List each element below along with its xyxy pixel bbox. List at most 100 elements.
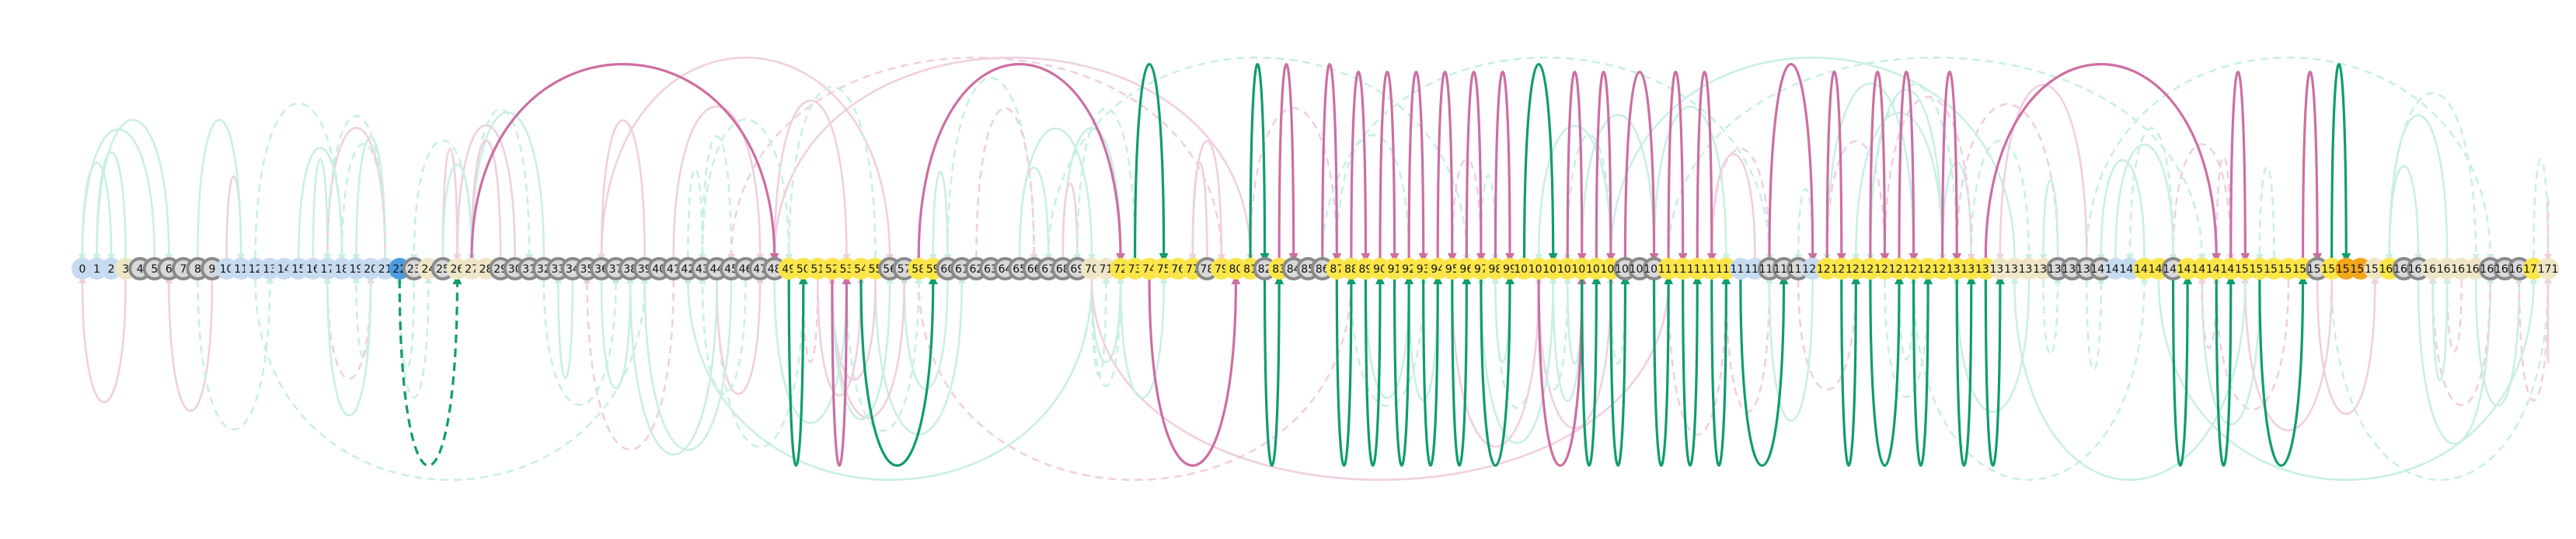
node-label: 9 bbox=[209, 263, 216, 276]
faint-arc bbox=[1577, 113, 1655, 262]
node-label: 6 bbox=[166, 263, 173, 276]
node-label: 49 bbox=[782, 263, 796, 276]
node-label: 0 bbox=[79, 263, 86, 276]
faint-arc bbox=[326, 276, 375, 380]
node-label: 4 bbox=[137, 263, 144, 276]
faint-arc bbox=[197, 276, 274, 430]
faint-arc bbox=[1451, 276, 1543, 447]
node-label: 25 bbox=[436, 263, 450, 276]
faint-arc bbox=[2198, 276, 2261, 426]
faint-arc bbox=[1606, 57, 2016, 262]
highlighted-arc bbox=[1623, 71, 1659, 263]
faint-arc bbox=[698, 276, 747, 395]
highlighted-arc bbox=[1984, 275, 2005, 468]
faint-arc bbox=[975, 107, 1038, 262]
highlighted-arc bbox=[2229, 71, 2250, 263]
faint-arc bbox=[785, 85, 877, 262]
faint-arc bbox=[1912, 276, 2149, 482]
faint-arc bbox=[312, 158, 332, 262]
node-label: 72 bbox=[1114, 263, 1128, 276]
faint-arc bbox=[2212, 276, 2290, 411]
faint-arc bbox=[1119, 276, 1168, 399]
highlighted-arc bbox=[2215, 275, 2236, 468]
highlighted-arc bbox=[470, 63, 779, 263]
faint-arc bbox=[1898, 276, 1918, 361]
faint-arc bbox=[943, 77, 1035, 262]
faint-arcs-layer bbox=[78, 56, 2552, 482]
node-label: 17 bbox=[321, 263, 335, 276]
node-label: 70 bbox=[1085, 263, 1099, 276]
faint-arc bbox=[1825, 140, 1889, 262]
node-label: 20 bbox=[364, 263, 378, 276]
highlighted-arc bbox=[1350, 71, 1371, 263]
highlighted-arc bbox=[1682, 275, 1703, 468]
faint-arc bbox=[1494, 276, 1514, 363]
faint-arc bbox=[298, 147, 346, 262]
node-label: 94 bbox=[1431, 263, 1445, 276]
node-label: 95 bbox=[1445, 263, 1459, 276]
highlighted-arc bbox=[1941, 71, 1962, 263]
faint-arc bbox=[542, 276, 620, 406]
faint-arc bbox=[600, 276, 635, 389]
node-label: 99 bbox=[1503, 263, 1517, 276]
faint-arc bbox=[1667, 56, 2206, 262]
highlighted-arc bbox=[1595, 71, 1616, 263]
highlighted-arc bbox=[398, 275, 462, 467]
faint-arc bbox=[468, 111, 546, 262]
highlighted-arc bbox=[1566, 71, 1587, 263]
graph-node: 171 bbox=[2537, 258, 2559, 280]
faint-arc bbox=[1047, 56, 1471, 262]
faint-arc bbox=[453, 124, 516, 262]
highlighted-arc bbox=[2330, 63, 2351, 263]
highlighted-arc bbox=[1898, 71, 1919, 263]
faint-arc bbox=[2385, 114, 2449, 262]
faint-arc bbox=[1350, 276, 1427, 407]
node-label: 90 bbox=[1373, 263, 1387, 276]
faint-arc bbox=[1884, 276, 1933, 398]
node-label: 26 bbox=[451, 263, 465, 276]
node-label: 69 bbox=[1070, 263, 1084, 276]
node-label: 97 bbox=[1474, 263, 1488, 276]
faint-arc bbox=[1953, 103, 2059, 262]
faint-arc bbox=[323, 114, 386, 262]
node-label: 75 bbox=[1157, 263, 1171, 276]
highlighted-arc bbox=[1364, 275, 1385, 468]
faint-arc bbox=[684, 276, 1093, 481]
faint-arc bbox=[2042, 276, 2062, 356]
faint-arc bbox=[554, 276, 574, 379]
faint-arc bbox=[1953, 276, 2030, 413]
node-label: 16 bbox=[306, 263, 320, 276]
faint-arc bbox=[1018, 127, 1096, 262]
highlighted-arc bbox=[1379, 71, 1400, 263]
highlighted-arc bbox=[1133, 63, 1169, 263]
node-label: 54 bbox=[854, 263, 868, 276]
faint-arc bbox=[1191, 140, 1225, 262]
faint-arc bbox=[254, 276, 649, 481]
faint-arc bbox=[1061, 183, 1082, 262]
faint-arc bbox=[165, 276, 214, 412]
faint-arc bbox=[1766, 276, 1814, 422]
node-label: 8 bbox=[194, 263, 201, 276]
node-label: 171 bbox=[2538, 263, 2559, 276]
highlighted-arc bbox=[1465, 71, 1486, 263]
faint-arc bbox=[701, 118, 793, 262]
node-label: 76 bbox=[1171, 263, 1185, 276]
faint-arc bbox=[2157, 276, 2538, 481]
faint-arc bbox=[2085, 276, 2105, 370]
node-label: 15 bbox=[291, 263, 305, 276]
node-label: 73 bbox=[1128, 263, 1142, 276]
highlighted-arc bbox=[1667, 71, 1688, 263]
node-label: 13 bbox=[263, 263, 277, 276]
node-label: 23 bbox=[407, 263, 421, 276]
faint-arc bbox=[2212, 155, 2233, 262]
faint-arc bbox=[1073, 107, 1136, 262]
faint-arc bbox=[598, 119, 646, 262]
highlighted-arc bbox=[1581, 275, 1602, 468]
highlighted-arc bbox=[1537, 275, 1587, 467]
node-label: 27 bbox=[465, 263, 479, 276]
node-label: 87 bbox=[1330, 263, 1344, 276]
node-label: 48 bbox=[768, 263, 782, 276]
node-label: 11 bbox=[234, 263, 248, 276]
faint-arc bbox=[716, 276, 765, 395]
